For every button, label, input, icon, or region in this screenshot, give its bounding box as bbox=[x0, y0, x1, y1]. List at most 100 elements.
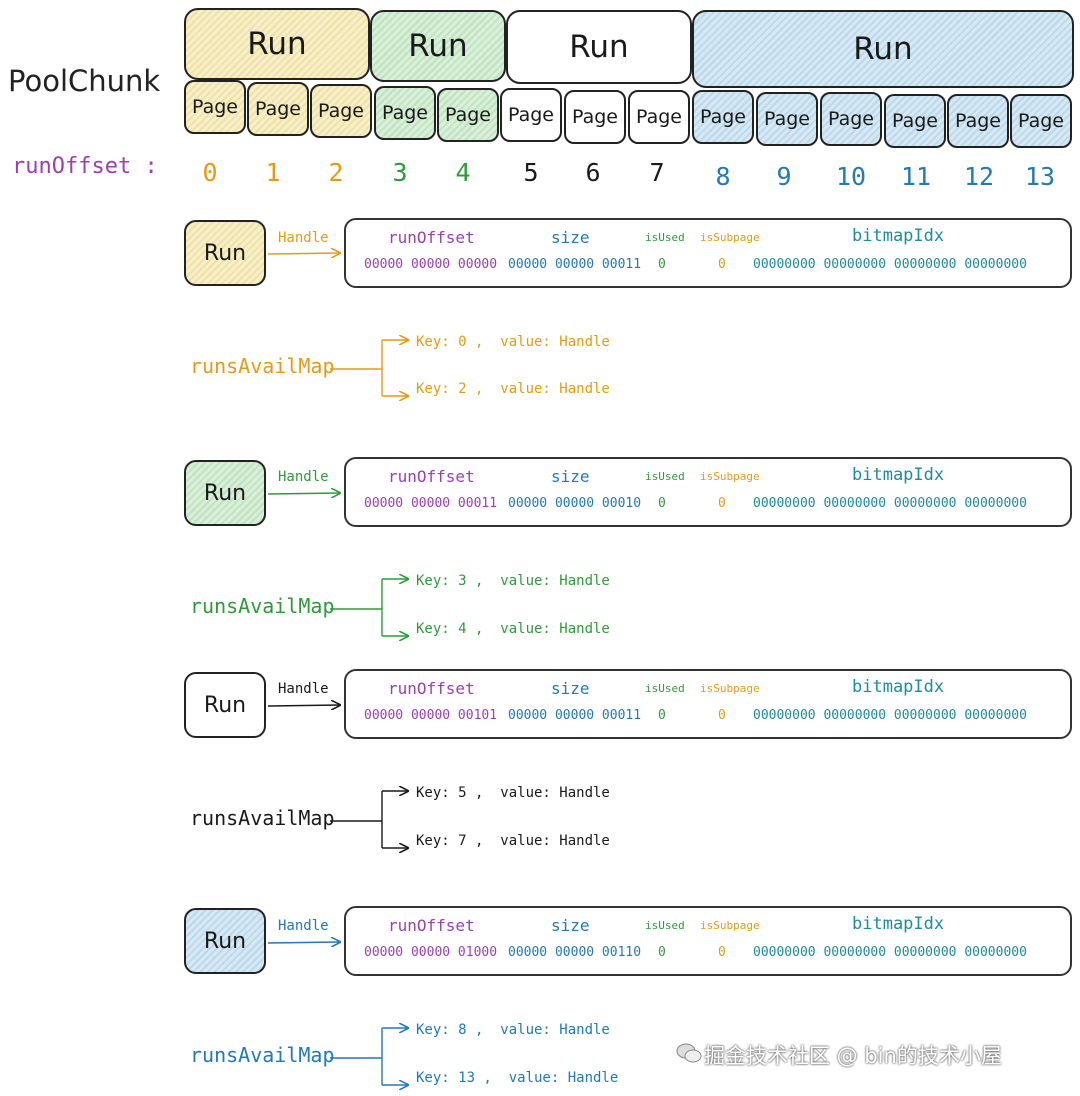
handle-arrow-0 bbox=[267, 253, 340, 254]
hdr-size-0: size bbox=[551, 228, 590, 247]
hdr-is-used-1: isUsed bbox=[645, 470, 685, 483]
map-entry-0-0: Key: 0 , value: Handle bbox=[416, 334, 610, 350]
offset-8: 8 bbox=[715, 162, 731, 191]
run-block-4: Run bbox=[692, 10, 1074, 88]
page-3: Page bbox=[374, 86, 436, 140]
handle-detail-2 bbox=[344, 669, 1072, 739]
hdr-run-offset-3: runOffset bbox=[388, 916, 475, 935]
offset-11: 11 bbox=[900, 162, 932, 191]
hdr-is-subpage-2: isSubpage bbox=[700, 682, 760, 695]
map-entry-3-0: Key: 8 , value: Handle bbox=[416, 1022, 610, 1038]
hdr-size-1: size bbox=[551, 467, 590, 486]
hdr-bitmap-idx-3: bitmapIdx bbox=[852, 914, 945, 934]
bits-run-offset-2: 00000 00000 00101 bbox=[364, 708, 498, 723]
hdr-is-subpage-3: isSubpage bbox=[700, 919, 760, 932]
hdr-run-offset-0: runOffset bbox=[388, 228, 475, 247]
bits-is-used-1: 0 bbox=[658, 496, 666, 511]
offset-6: 6 bbox=[585, 158, 601, 187]
bits-is-subpage-0: 0 bbox=[718, 257, 726, 272]
run-offset-label: runOffset : bbox=[12, 154, 158, 179]
handle-detail-0 bbox=[344, 218, 1072, 288]
hdr-bitmap-idx-1: bitmapIdx bbox=[852, 465, 945, 485]
offset-0: 0 bbox=[202, 158, 218, 187]
map-entry-2-0: Key: 5 , value: Handle bbox=[416, 785, 610, 801]
bits-run-offset-1: 00000 00000 00011 bbox=[364, 496, 498, 511]
hdr-bitmap-idx-0: bitmapIdx bbox=[852, 226, 945, 246]
handle-detail-1 bbox=[344, 457, 1072, 527]
page-2: Page bbox=[310, 84, 372, 138]
handle-detail-3 bbox=[344, 906, 1072, 976]
bits-run-offset-3: 00000 00000 01000 bbox=[364, 945, 498, 960]
bits-is-used-3: 0 bbox=[658, 945, 666, 960]
map-entry-1-1: Key: 4 , value: Handle bbox=[416, 621, 610, 637]
handle-label-1: Handle bbox=[278, 469, 329, 485]
hdr-bitmap-idx-2: bitmapIdx bbox=[852, 677, 945, 697]
map-label-1: runsAvailMap bbox=[190, 594, 335, 618]
page-11: Page bbox=[884, 94, 946, 148]
offset-12: 12 bbox=[963, 162, 995, 191]
bits-is-subpage-1: 0 bbox=[718, 496, 726, 511]
offset-10: 10 bbox=[835, 162, 867, 191]
map-entry-1-0: Key: 3 , value: Handle bbox=[416, 573, 610, 589]
page-6: Page bbox=[564, 90, 626, 144]
bits-bitmap-idx-0: 00000000 00000000 00000000 00000000 bbox=[753, 257, 1027, 272]
map-entry-0-1: Key: 2 , value: Handle bbox=[416, 381, 610, 397]
page-12: Page bbox=[947, 94, 1009, 148]
offset-1: 1 bbox=[265, 158, 281, 187]
map-label-0: runsAvailMap bbox=[190, 354, 335, 378]
offset-4: 4 bbox=[455, 158, 471, 187]
bits-bitmap-idx-3: 00000000 00000000 00000000 00000000 bbox=[753, 945, 1027, 960]
offset-7: 7 bbox=[649, 158, 665, 187]
hdr-size-2: size bbox=[551, 679, 590, 698]
page-10: Page bbox=[820, 92, 882, 146]
page-4: Page bbox=[437, 88, 499, 142]
page-8: Page bbox=[692, 90, 754, 144]
handle-label-3: Handle bbox=[278, 918, 329, 934]
hdr-run-offset-2: runOffset bbox=[388, 679, 475, 698]
hdr-is-used-3: isUsed bbox=[645, 919, 685, 932]
hdr-is-used-2: isUsed bbox=[645, 682, 685, 695]
run-block-2: Run bbox=[370, 10, 506, 82]
handle-arrow-2 bbox=[267, 705, 340, 706]
bits-bitmap-idx-2: 00000000 00000000 00000000 00000000 bbox=[753, 708, 1027, 723]
page-0: Page bbox=[184, 80, 246, 134]
page-5: Page bbox=[500, 88, 562, 142]
offset-3: 3 bbox=[392, 158, 408, 187]
hdr-is-used-0: isUsed bbox=[645, 231, 685, 244]
page-1: Page bbox=[247, 82, 309, 136]
map-entry-2-1: Key: 7 , value: Handle bbox=[416, 833, 610, 849]
run-block-1: Run bbox=[184, 8, 370, 80]
bits-size-1: 00000 00000 00010 bbox=[508, 496, 642, 511]
hdr-run-offset-1: runOffset bbox=[388, 467, 475, 486]
bits-is-used-2: 0 bbox=[658, 708, 666, 723]
bits-run-offset-0: 00000 00000 00000 bbox=[364, 257, 498, 272]
map-entry-3-1: Key: 13 , value: Handle bbox=[416, 1070, 619, 1086]
page-9: Page bbox=[756, 92, 818, 146]
bits-bitmap-idx-1: 00000000 00000000 00000000 00000000 bbox=[753, 496, 1027, 511]
hdr-is-subpage-0: isSubpage bbox=[700, 231, 760, 244]
run-small-0: Run bbox=[184, 220, 266, 286]
watermark: 掘金技术社区 @ bin的技术小屋 bbox=[704, 1044, 1002, 1068]
bits-size-3: 00000 00000 00110 bbox=[508, 945, 642, 960]
offset-13: 13 bbox=[1024, 162, 1056, 191]
map-label-3: runsAvailMap bbox=[190, 1043, 335, 1067]
run-small-1: Run bbox=[184, 460, 266, 526]
run-small-3: Run bbox=[184, 908, 266, 974]
map-label-2: runsAvailMap bbox=[190, 806, 335, 830]
hdr-size-3: size bbox=[551, 916, 590, 935]
wechat-icon bbox=[676, 1043, 702, 1063]
run-small-2: Run bbox=[184, 672, 266, 738]
bits-is-subpage-3: 0 bbox=[718, 945, 726, 960]
bits-size-0: 00000 00000 00011 bbox=[508, 257, 642, 272]
bits-is-subpage-2: 0 bbox=[718, 708, 726, 723]
offset-5: 5 bbox=[523, 158, 539, 187]
handle-arrow-1 bbox=[267, 493, 340, 494]
offset-2: 2 bbox=[328, 158, 344, 187]
chunk-title: PoolChunk bbox=[8, 64, 161, 98]
offset-9: 9 bbox=[776, 162, 792, 191]
run-block-3: Run bbox=[506, 10, 692, 84]
handle-label-0: Handle bbox=[278, 230, 329, 246]
bits-size-2: 00000 00000 00011 bbox=[508, 708, 642, 723]
page-13: Page bbox=[1010, 94, 1072, 148]
